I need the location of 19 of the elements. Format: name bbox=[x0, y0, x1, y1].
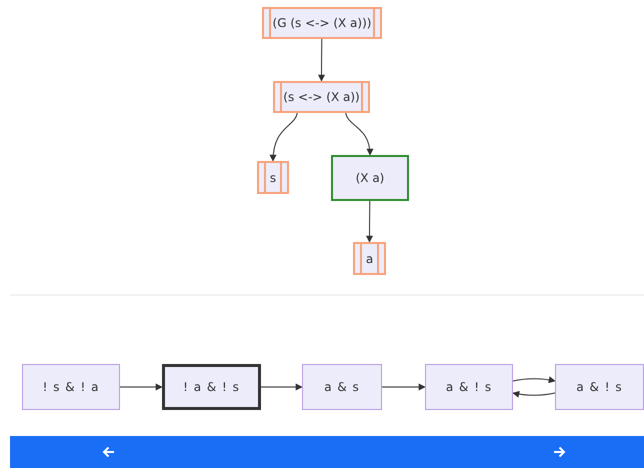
arrow bbox=[345, 112, 374, 156]
state-box: a & ! s bbox=[555, 364, 644, 410]
arrow bbox=[270, 112, 298, 162]
arrow bbox=[120, 384, 163, 390]
current-state-box: ! a & ! s bbox=[162, 364, 261, 410]
state-box: a & s bbox=[302, 364, 382, 410]
subformula-box: (s <-> (X a)) bbox=[273, 81, 370, 113]
subformula-box: s bbox=[257, 161, 289, 194]
arrow bbox=[260, 384, 303, 390]
formula-box: (X a) bbox=[331, 155, 409, 201]
arrow bbox=[382, 384, 426, 390]
state-box: ! s & ! a bbox=[22, 364, 120, 410]
arrow bbox=[366, 200, 373, 243]
arrow bbox=[512, 390, 556, 398]
arrow bbox=[512, 376, 556, 384]
subformula-box: a bbox=[353, 242, 386, 275]
subformula-box: (G (s <-> (X a))) bbox=[262, 7, 382, 39]
arrow bbox=[318, 38, 325, 82]
state-box: a & ! s bbox=[425, 364, 513, 410]
